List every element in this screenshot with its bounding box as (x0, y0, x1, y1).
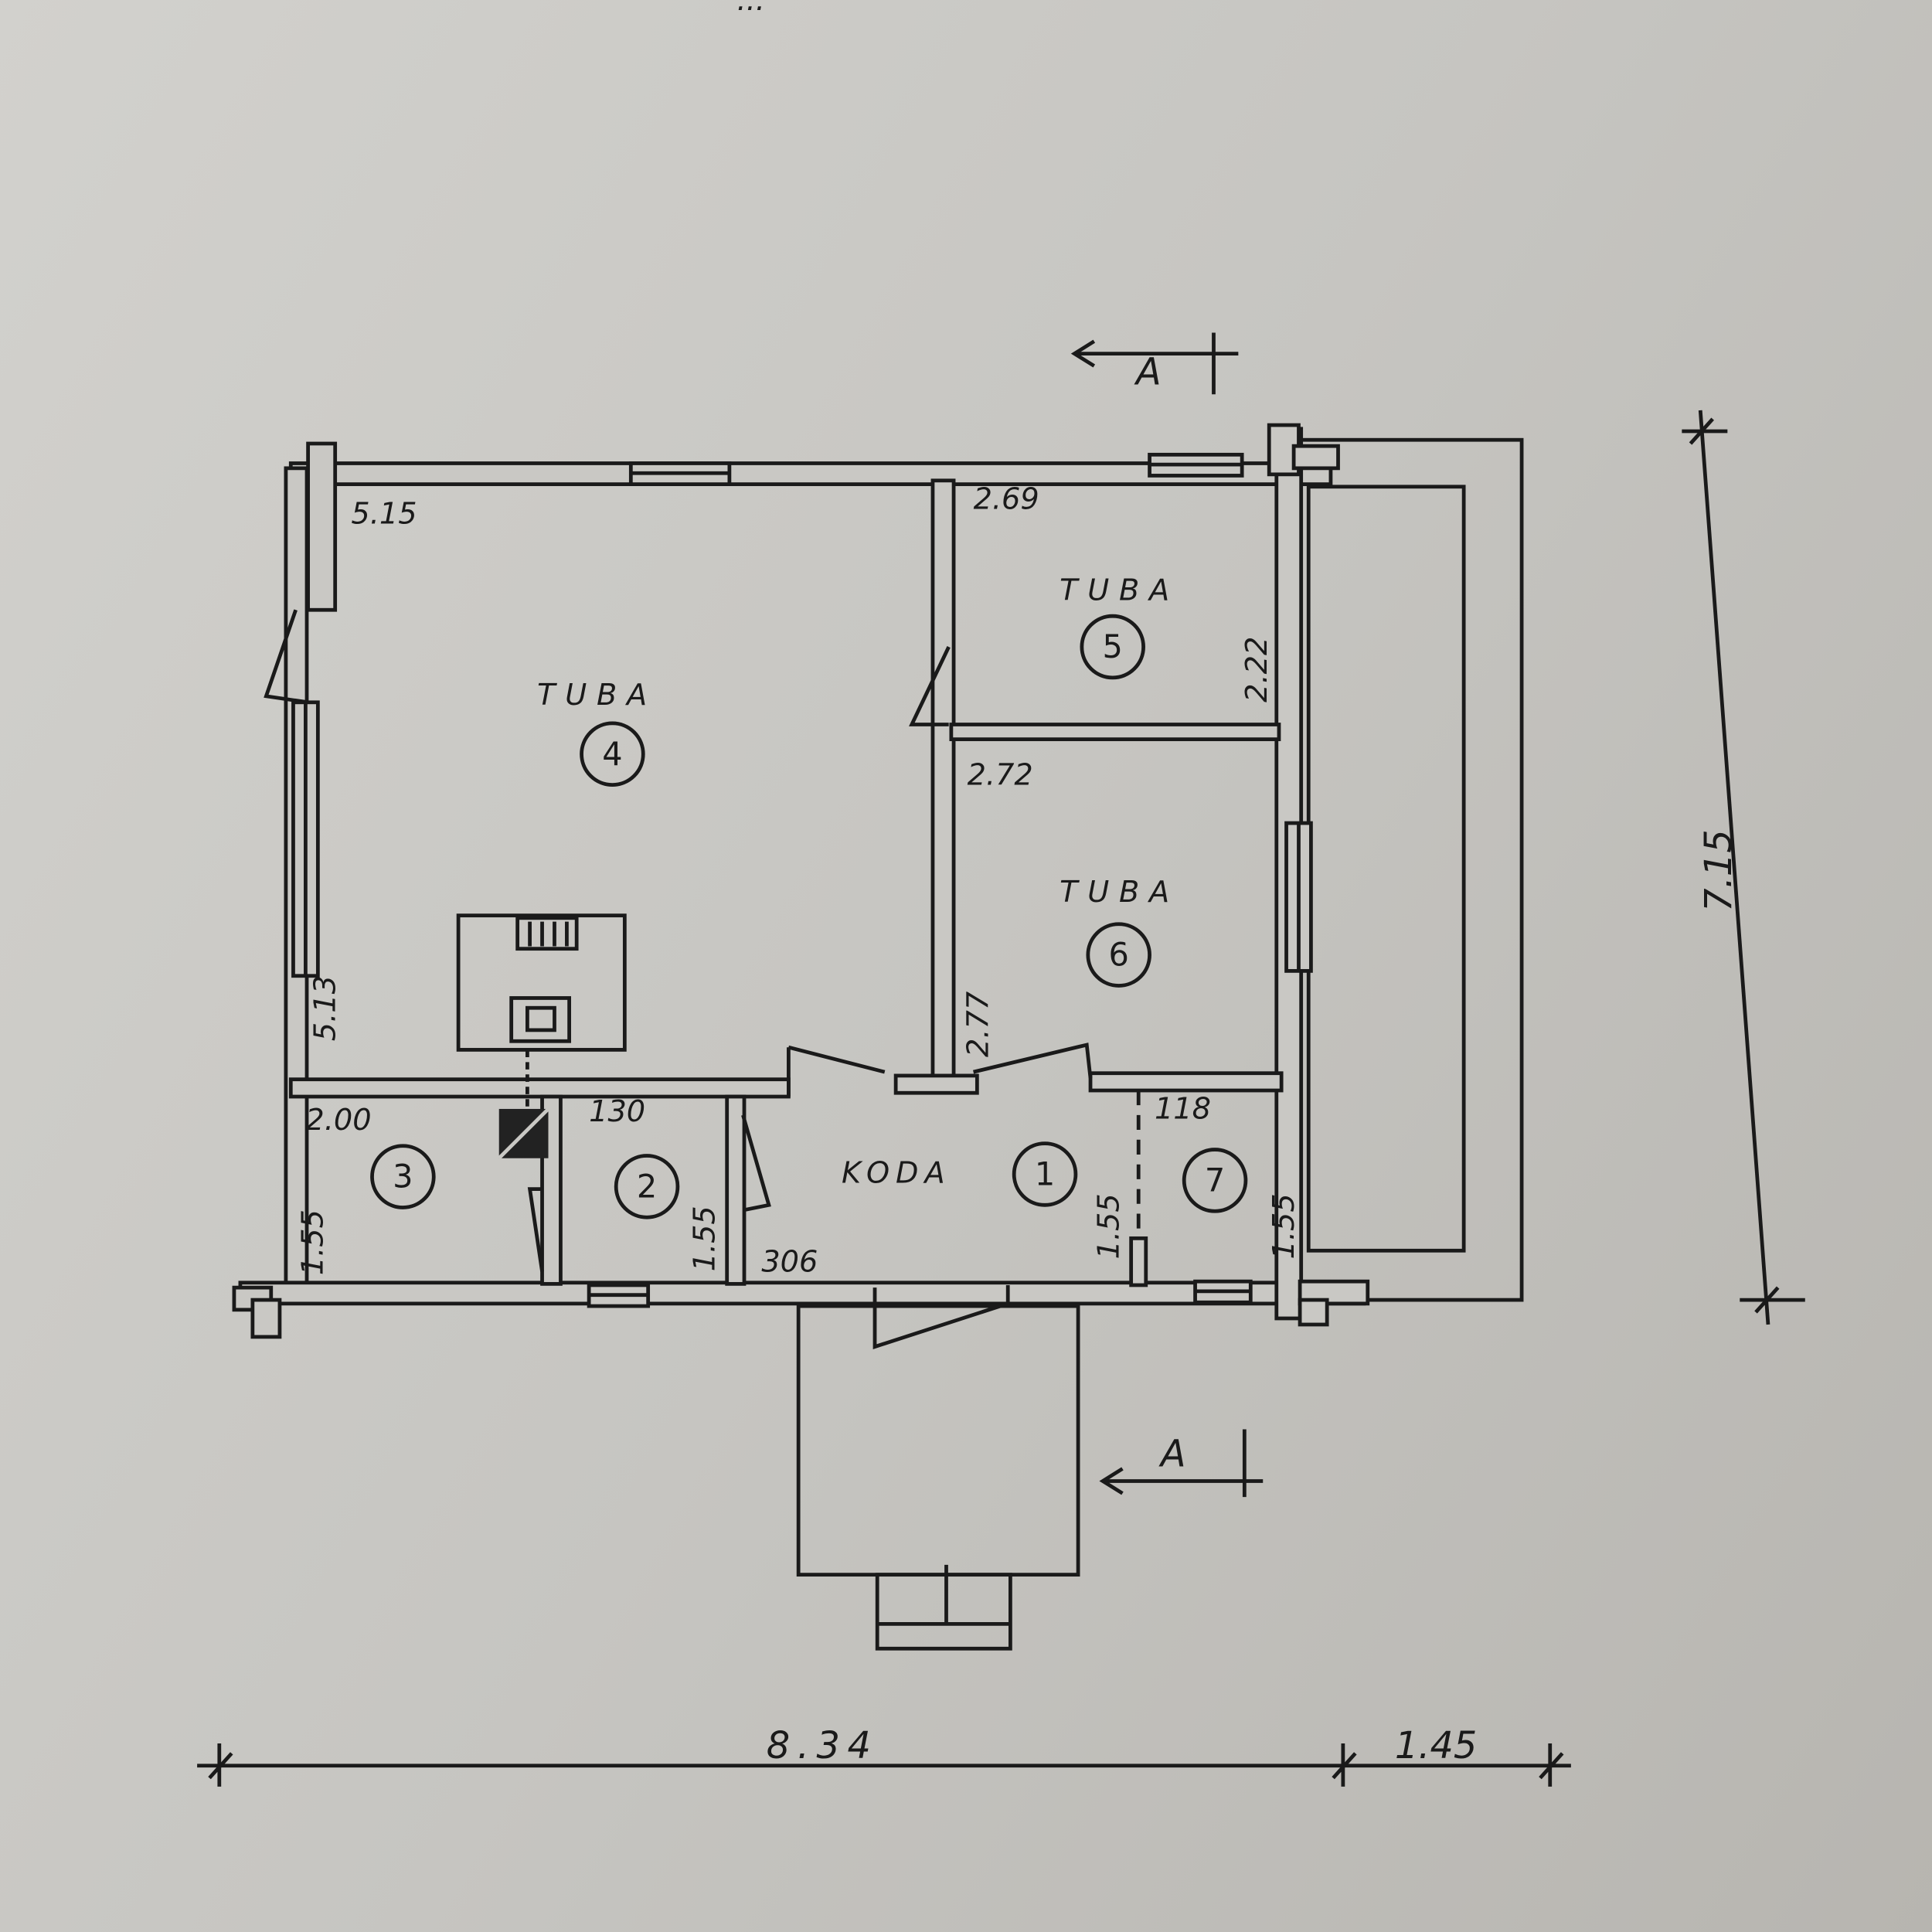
dim-room5-height: 2.22 (1240, 637, 1274, 702)
porch (796, 1304, 1080, 1651)
dim-room6-width: 2.72 (968, 758, 1033, 793)
dimension-lines (197, 410, 1805, 1787)
corner-log-ends (232, 423, 1370, 1339)
veranda (1298, 437, 1524, 1302)
dim-room5-width: 2.69 (974, 481, 1039, 516)
doors (264, 609, 1093, 1349)
dim-room3-height: 1.55 (296, 1209, 331, 1275)
room-1-name: KODA (842, 1156, 951, 1191)
dim-room1-width: 306 (761, 1244, 818, 1279)
dim-room2-width: 130 (589, 1094, 645, 1129)
dim-room4-width: 5.15 (351, 497, 417, 532)
room-number-2: 2 (637, 1168, 657, 1205)
room-number-6: 6 (1109, 937, 1129, 974)
dim-veranda-width: 1.45 (1395, 1725, 1478, 1767)
dim-room3-width: 2.00 (305, 1103, 371, 1138)
section-label-bottom: A (1158, 1433, 1186, 1475)
room-5-name: TUBA (1060, 573, 1179, 607)
dim-overall-width: 8.34 (767, 1725, 879, 1767)
dim-room7-width: 118 (1155, 1092, 1211, 1127)
room-number-4: 4 (602, 736, 622, 773)
room-number-1: 1 (1035, 1155, 1055, 1192)
walls (238, 427, 1366, 1321)
room-6-name: TUBA (1060, 875, 1179, 910)
room-4-name: TUBA (537, 678, 657, 713)
dim-room7-height: 1.55 (1267, 1193, 1301, 1259)
room-number-7: 7 (1205, 1162, 1225, 1199)
room-number-3: 3 (393, 1158, 413, 1196)
header-fragment: ... (736, 0, 764, 18)
dim-room1-height: 1.55 (1092, 1193, 1127, 1259)
dim-room4-height: 5.13 (308, 975, 343, 1041)
section-label-top: A (1134, 351, 1162, 393)
dim-overall-depth: 7.15 (1698, 829, 1740, 911)
stove (456, 913, 627, 1160)
dim-room6-height: 2.77 (961, 992, 996, 1057)
room-number-5: 5 (1103, 628, 1123, 665)
dim-room2-height: 1.55 (688, 1206, 723, 1271)
room-number-markers: 1 2 3 4 5 6 7 (370, 614, 1248, 1219)
section-marks (1070, 332, 1264, 1498)
windows (291, 452, 1313, 1308)
